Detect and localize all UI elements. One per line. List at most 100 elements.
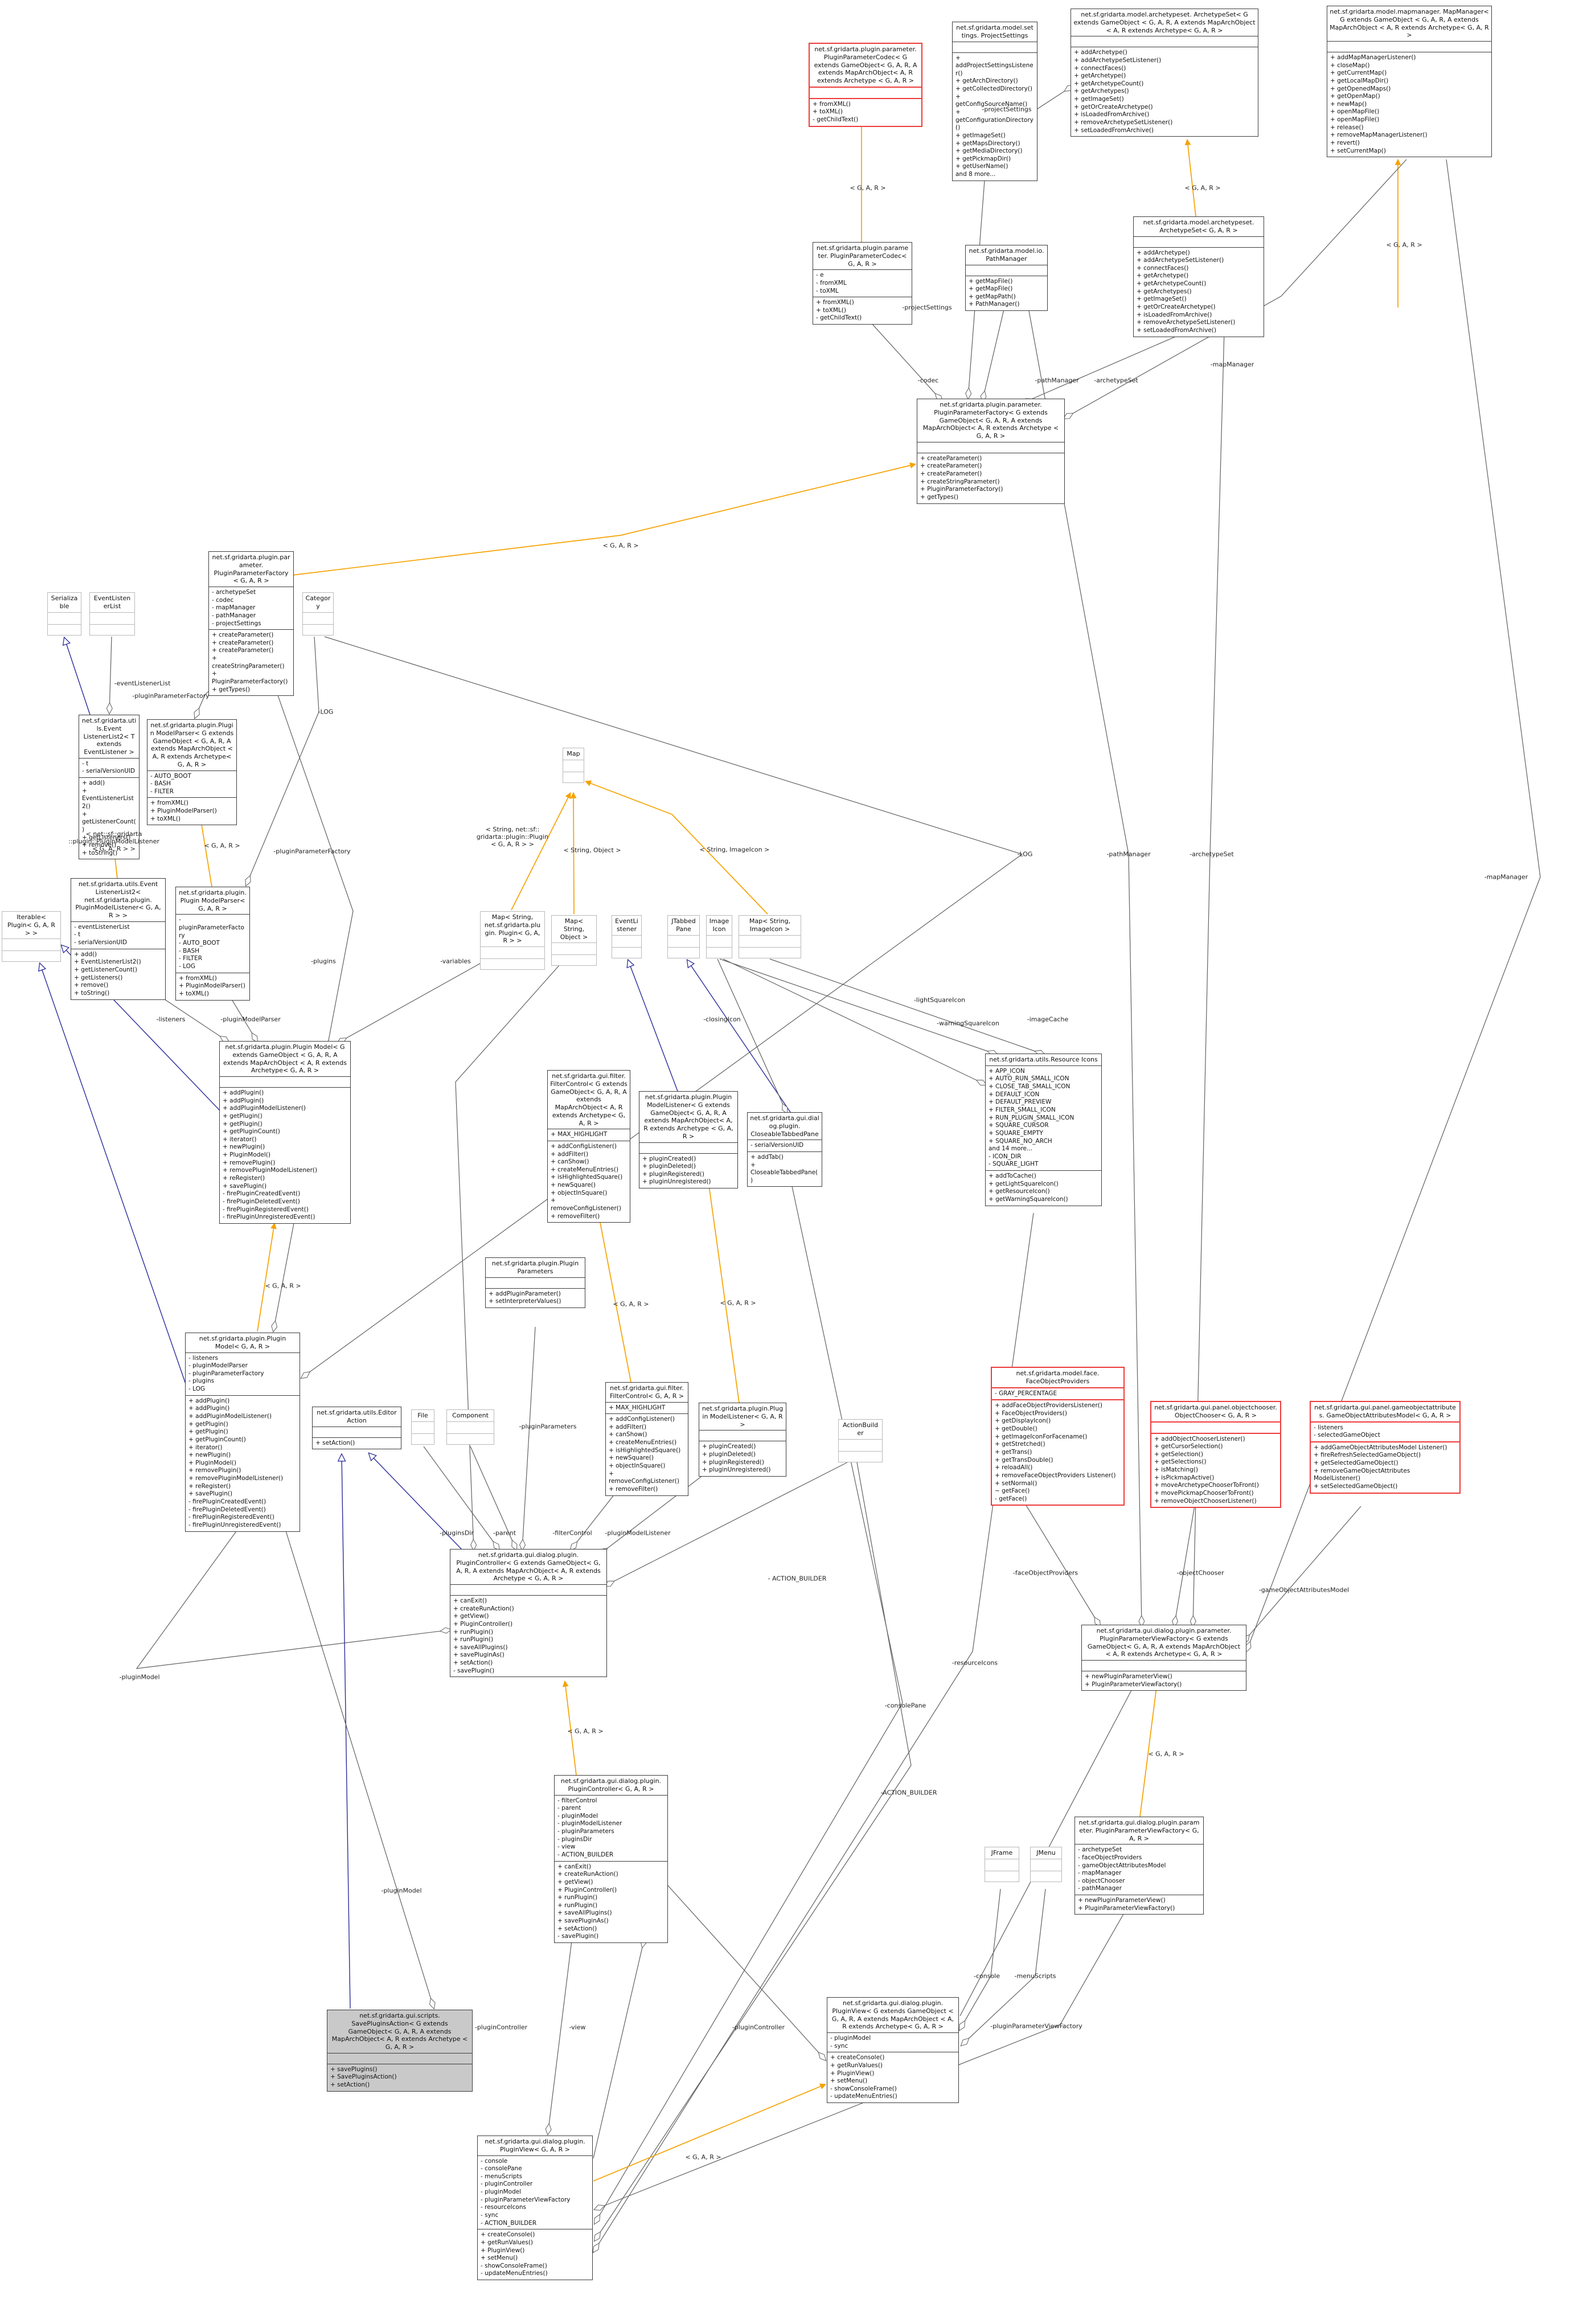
field: + APP_ICON	[989, 1067, 1025, 1075]
method: + PluginParameterFactory()	[920, 486, 1003, 493]
edge-assoc-61	[593, 1937, 645, 2159]
method: + runPlugin()	[453, 1636, 494, 1643]
field: - sync	[481, 2211, 499, 2219]
method: + createConsole()	[481, 2231, 535, 2239]
method: + getListeners()	[74, 974, 123, 981]
method: + remove()	[74, 982, 109, 989]
method: + getPlugin()	[223, 1120, 263, 1128]
class-name-closeable-tabbed-pane: net.sf.gridarta.gui.dialog.plugin. Close…	[748, 1113, 822, 1141]
method: + getPlugin()	[188, 1420, 228, 1428]
class-methods-plugin-parameter-codec-generic: + fromXML()+ toXML()- getChildText()	[810, 99, 921, 126]
method: - firePluginRegisteredEvent()	[223, 1206, 309, 1213]
class-name-iterable-plugin: Iterable< Plugin< G, A, R > >	[2, 912, 60, 940]
method: + removeArchetypeSetListener()	[1137, 319, 1236, 326]
class-name-map-string-imageicon: Map< String, ImageIcon >	[739, 916, 801, 936]
method: + getPickmapDir()	[955, 155, 1011, 162]
class-name-plugin-model: net.sf.gridarta.plugin.Plugin Model< G, …	[186, 1333, 300, 1353]
method: + getArchetypes()	[1074, 88, 1129, 95]
edge-tmpl-20	[584, 780, 768, 915]
method: - savePlugin()	[557, 1933, 599, 1940]
method: + pluginRegistered()	[702, 1458, 764, 1466]
method: + reRegister()	[223, 1175, 265, 1182]
class-plugin-parameter-codec-generic: net.sf.gridarta.plugin.parameter. Plugin…	[809, 43, 922, 127]
field: + MAX_HIGHLIGHT	[609, 1404, 666, 1411]
field: - sync	[830, 2042, 848, 2050]
method: + addGameObjectAttributesModel Listener(…	[1314, 1444, 1447, 1451]
method: + getSelectedGameObject()	[1314, 1460, 1398, 1467]
edge-tmpl-18	[511, 792, 571, 911]
method: + createParameter()	[212, 647, 274, 654]
edge-assoc-37	[136, 1527, 451, 1669]
class-methods-resource-icons: + addToCache()+ getLightSquareIcon()+ ge…	[986, 1171, 1101, 1206]
method: + removeFaceObjectProviders Listener()	[995, 1472, 1116, 1479]
method: + iterator()	[223, 1136, 257, 1143]
class-name-plugin-parameters: net.sf.gridarta.plugin.Plugin Parameters	[486, 1258, 585, 1278]
class-fields-plugin-controller-generic	[450, 1585, 606, 1596]
class-name-jframe: JFrame	[985, 1847, 1019, 1859]
method: + runPlugin()	[453, 1628, 494, 1636]
edge-assoc-29	[719, 958, 998, 1055]
field: - gameObjectAttributesModel	[1078, 1862, 1166, 1869]
method: - firePluginRegisteredEvent()	[188, 1514, 274, 1521]
class-action-builder: ActionBuilder	[838, 1419, 883, 1462]
method: + setLoadedFromArchive()	[1074, 126, 1154, 134]
field: - eventListenerList	[74, 923, 130, 931]
method: + getMapFile()	[969, 277, 1013, 285]
method: + getArchDirectory()	[955, 77, 1018, 85]
edge-tmpl-58	[593, 2083, 826, 2182]
field: - menuScripts	[481, 2173, 523, 2180]
method: + PluginParameterViewFactory()	[1085, 1681, 1182, 1688]
class-name-resource-icons: net.sf.gridarta.utils.Resource Icons	[986, 1054, 1101, 1066]
method: - firePluginDeletedEvent()	[188, 1506, 266, 1513]
method: + saveAllPlugins()	[557, 1909, 612, 1917]
method: + newMap()	[1330, 100, 1367, 108]
field: + SQUARE_CURSOR	[989, 1122, 1049, 1129]
method: + addPlugin()	[188, 1405, 230, 1412]
field: - archetypeSet	[212, 589, 256, 596]
method: + createMenuEntries()	[551, 1166, 619, 1173]
method: + canExit()	[453, 1597, 487, 1604]
edge-assoc-48	[1024, 1503, 1100, 1626]
method: + getImageSet()	[1074, 96, 1124, 103]
method: + savePlugin()	[188, 1490, 233, 1498]
method: - showConsoleFrame()	[830, 2085, 897, 2092]
class-filter-control: net.sf.gridarta.gui.filter. FilterContro…	[605, 1382, 688, 1496]
method: + canExit()	[557, 1863, 592, 1870]
class-name-serializable: Serializable	[48, 593, 81, 613]
method: - updateMenuEntries()	[481, 2270, 548, 2277]
method: + addArchetypeSetListener()	[1137, 257, 1224, 264]
method: + moveArchetypeChooserToFront()	[1154, 1482, 1259, 1489]
edge-assoc-44	[605, 1462, 848, 1586]
field: - toXML	[816, 287, 839, 294]
class-plugin-view: net.sf.gridarta.gui.dialog.plugin. Plugi…	[477, 2136, 593, 2281]
field: - listeners	[188, 1354, 218, 1362]
method: + getOrCreateArchetype()	[1074, 103, 1153, 110]
class-serializable: Serializable	[47, 592, 81, 636]
class-methods-plugin-parameter-codec: + fromXML()+ toXML()- getChildText()	[813, 297, 912, 324]
method: + pluginUnregistered()	[642, 1178, 711, 1186]
edge-assoc-13	[264, 657, 354, 1331]
method: + release()	[1330, 124, 1364, 131]
class-name-project-settings: net.sf.gridarta.model.settings. ProjectS…	[953, 22, 1037, 42]
method: + getResourceIcon()	[989, 1188, 1050, 1195]
method: + removeArchetypeSetListener()	[1074, 119, 1173, 126]
class-name-path-manager: net.sf.gridarta.model.io. PathManager	[966, 245, 1047, 265]
method: + getArchetypeCount()	[1137, 280, 1207, 288]
method: + removePlugin()	[188, 1467, 241, 1474]
class-name-plugin-model-listener-generic: net.sf.gridarta.plugin.Plugin ModelListe…	[639, 1092, 737, 1143]
method: + removePluginModelListener()	[188, 1475, 284, 1482]
class-archetype-set: net.sf.gridarta.model.archetypeset. Arch…	[1133, 216, 1264, 337]
class-methods-plugin-parameter-factory-generic: + createParameter()+ createParameter()+ …	[917, 453, 1064, 503]
method: + objectInSquare()	[609, 1462, 666, 1469]
class-name-save-plugins-action: net.sf.gridarta.gui.scripts. SavePlugins…	[327, 2010, 472, 2054]
method: + getSelection()	[1154, 1450, 1203, 1458]
method: + isPickmapActive()	[1154, 1474, 1215, 1481]
field: - fromXML	[816, 279, 847, 286]
field: - pathManager	[1078, 1885, 1122, 1892]
class-methods-serializable	[48, 625, 81, 635]
class-name-editor-action: net.sf.gridarta.utils.Editor Action	[313, 1407, 401, 1427]
method: + saveAllPlugins()	[453, 1643, 508, 1651]
method: + getRunValues()	[481, 2239, 534, 2246]
class-map-manager-generic: net.sf.gridarta.model.mapmanager. MapMan…	[1327, 6, 1492, 158]
